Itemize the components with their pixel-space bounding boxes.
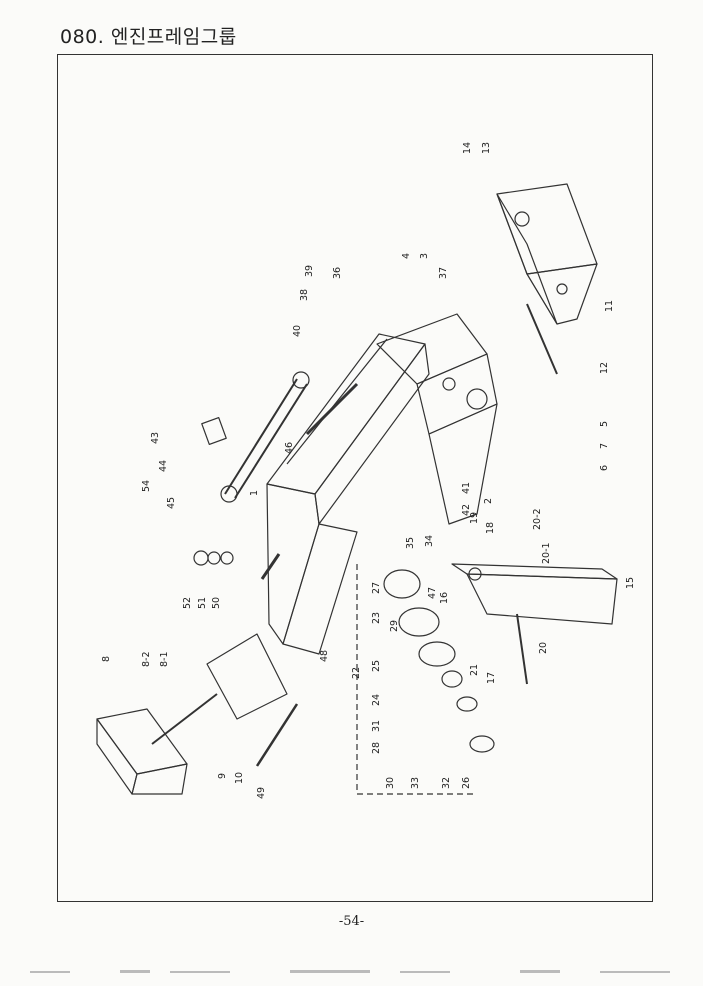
page-title: 080. 엔진프레임그룹 bbox=[60, 26, 237, 48]
nut-part bbox=[207, 551, 221, 565]
callout-16: 16 bbox=[439, 592, 450, 604]
callout-50: 50 bbox=[211, 597, 222, 609]
bottom-bracket-part bbox=[96, 633, 288, 795]
callout-20-1: 20-1 bbox=[541, 542, 552, 564]
callout-54: 54 bbox=[141, 480, 152, 492]
callout-28: 28 bbox=[371, 742, 382, 754]
callout-21: 21 bbox=[469, 664, 480, 676]
callout-51: 51 bbox=[197, 597, 208, 609]
callout-15: 15 bbox=[625, 577, 636, 589]
callout-27: 27 bbox=[371, 582, 382, 594]
callout-52: 52 bbox=[182, 597, 193, 609]
callout-31: 31 bbox=[371, 720, 382, 732]
callout-40: 40 bbox=[292, 325, 303, 337]
callout-11: 11 bbox=[604, 300, 615, 312]
callout-37: 37 bbox=[438, 267, 449, 279]
main-frame-part bbox=[260, 333, 430, 655]
callout-3: 3 bbox=[419, 253, 430, 259]
callout-7: 7 bbox=[599, 443, 610, 449]
nut-part bbox=[193, 550, 209, 566]
callout-17: 17 bbox=[486, 672, 497, 684]
callout-23: 23 bbox=[371, 612, 382, 624]
upper-bracket-part bbox=[376, 313, 498, 525]
callout-26: 26 bbox=[461, 777, 472, 789]
lower-arm-part bbox=[451, 563, 618, 685]
callout-8: 8 bbox=[101, 656, 112, 662]
callout-20-2: 20-2 bbox=[532, 508, 543, 530]
callout-6: 6 bbox=[599, 465, 610, 471]
callout-8-1: 8-1 bbox=[159, 651, 170, 667]
scan-edge-noise bbox=[30, 970, 670, 973]
callout-47: 47 bbox=[427, 587, 438, 599]
callout-46: 46 bbox=[284, 442, 295, 454]
callout-45: 45 bbox=[166, 497, 177, 509]
callout-14: 14 bbox=[462, 142, 473, 154]
callout-labels: 1 2 3 4 5 6 7 8 8-1 8-2 9 10 11 12 13 14… bbox=[101, 142, 636, 799]
callout-36: 36 bbox=[332, 267, 343, 279]
callout-4: 4 bbox=[401, 253, 412, 259]
callout-39: 39 bbox=[304, 265, 315, 277]
nut-part bbox=[220, 551, 234, 565]
callout-25: 25 bbox=[371, 660, 382, 672]
callout-13: 13 bbox=[481, 142, 492, 154]
callout-41: 41 bbox=[461, 482, 472, 494]
clip-part bbox=[201, 416, 227, 446]
bearing-stack-part bbox=[356, 564, 495, 795]
callout-42: 42 bbox=[461, 504, 472, 516]
callout-34: 34 bbox=[424, 535, 435, 547]
callout-5: 5 bbox=[599, 421, 610, 427]
callout-33: 33 bbox=[410, 777, 421, 789]
callout-30: 30 bbox=[385, 777, 396, 789]
top-bracket-part bbox=[496, 183, 598, 325]
page-number: -54- bbox=[338, 914, 365, 929]
callout-38: 38 bbox=[299, 289, 310, 301]
callout-49: 49 bbox=[256, 787, 267, 799]
callout-19: 19 bbox=[469, 512, 480, 524]
callout-9: 9 bbox=[217, 773, 228, 779]
callout-1: 1 bbox=[249, 490, 260, 496]
callout-8-2: 8-2 bbox=[141, 651, 152, 667]
callout-48: 48 bbox=[319, 650, 330, 662]
callout-10: 10 bbox=[234, 772, 245, 784]
callout-2: 2 bbox=[483, 498, 494, 504]
callout-24: 24 bbox=[371, 694, 382, 706]
callout-22: 22 bbox=[351, 667, 362, 679]
callout-29: 29 bbox=[389, 620, 400, 632]
callout-18: 18 bbox=[485, 522, 496, 534]
exploded-parts-diagram: 1 2 3 4 5 6 7 8 8-1 8-2 9 10 11 12 13 14… bbox=[96, 142, 636, 799]
callout-20: 20 bbox=[538, 642, 549, 654]
diagram-frame bbox=[57, 54, 653, 902]
callout-43: 43 bbox=[150, 432, 161, 444]
long-bolt-part bbox=[255, 703, 299, 767]
tie-rod-part bbox=[220, 371, 310, 503]
rod-part bbox=[526, 303, 558, 375]
callout-12: 12 bbox=[599, 362, 610, 374]
callout-35: 35 bbox=[405, 537, 416, 549]
callout-44: 44 bbox=[158, 460, 169, 472]
callout-32: 32 bbox=[441, 777, 452, 789]
